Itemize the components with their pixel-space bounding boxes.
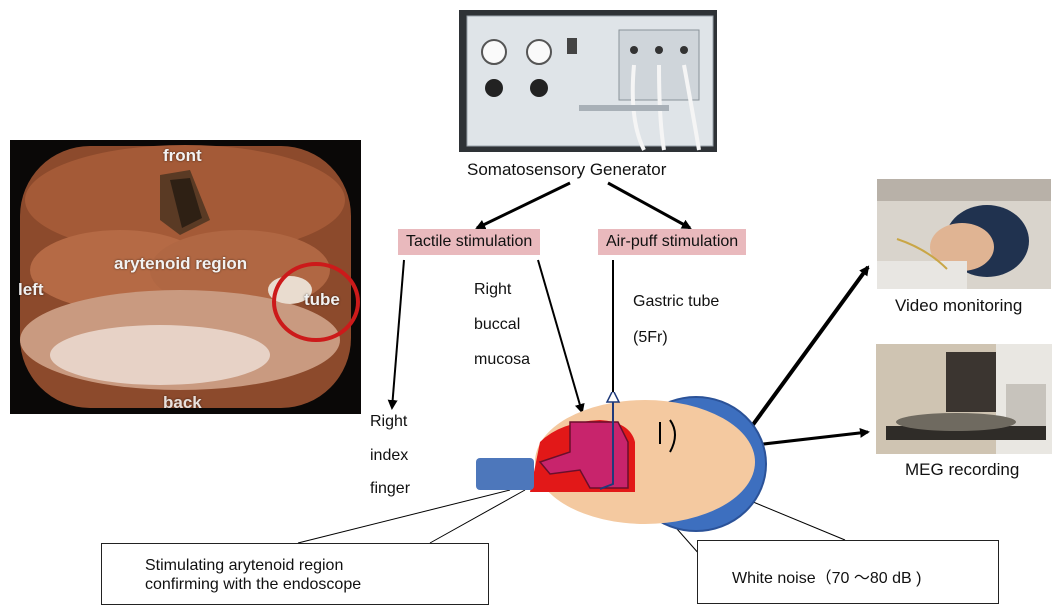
head-schematic [470,392,770,542]
finger-label-line2: index [370,446,408,465]
generator-photo [459,10,717,152]
arytenoid-callout: Stimulating arytenoid region confirming … [101,543,489,605]
tube-highlight-circle [270,260,362,346]
arrow-head-to-meg [755,432,868,445]
generator-caption: Somatosensory Generator [467,160,666,180]
gastric-label-line1: Gastric tube [633,292,719,311]
gastric-label-line2: (5Fr) [633,328,668,347]
noise-callout-text: White noise（70 ～80 dB ) [732,569,921,589]
meg-recording-caption: MEG recording [905,460,1019,480]
arrow-generator-to-tactile [477,183,570,228]
meg-recording-photo [876,344,1052,454]
buccal-label-line3: mucosa [474,350,530,369]
buccal-label-line2: buccal [474,315,520,334]
endoscope-back-label: back [163,393,202,413]
arytenoid-callout-line2: confirming with the endoscope [145,575,361,595]
video-monitoring-caption: Video monitoring [895,296,1022,316]
arrow-generator-to-airpuff [608,183,690,228]
arytenoid-callout-line1: Stimulating arytenoid region [145,556,343,576]
video-monitoring-photo [877,179,1051,289]
noise-callout: White noise（70 ～80 dB ) [697,540,999,604]
finger-label-line1: Right [370,412,407,431]
arrow-tactile-to-finger [392,260,404,408]
tactile-stimulation-label: Tactile stimulation [398,229,540,255]
finger-label-line3: finger [370,479,410,498]
gastric-tube-tip [607,392,619,402]
arrow-tactile-to-buccal [538,260,582,412]
endoscope-left-label: left [18,280,44,300]
airpuff-stimulation-label: Air-puff stimulation [598,229,746,255]
buccal-label-line1: Right [474,280,511,299]
endoscope-front-label: front [163,146,202,166]
endoscope-arytenoid-label: arytenoid region [114,254,247,274]
endoscope-tube [476,458,534,490]
